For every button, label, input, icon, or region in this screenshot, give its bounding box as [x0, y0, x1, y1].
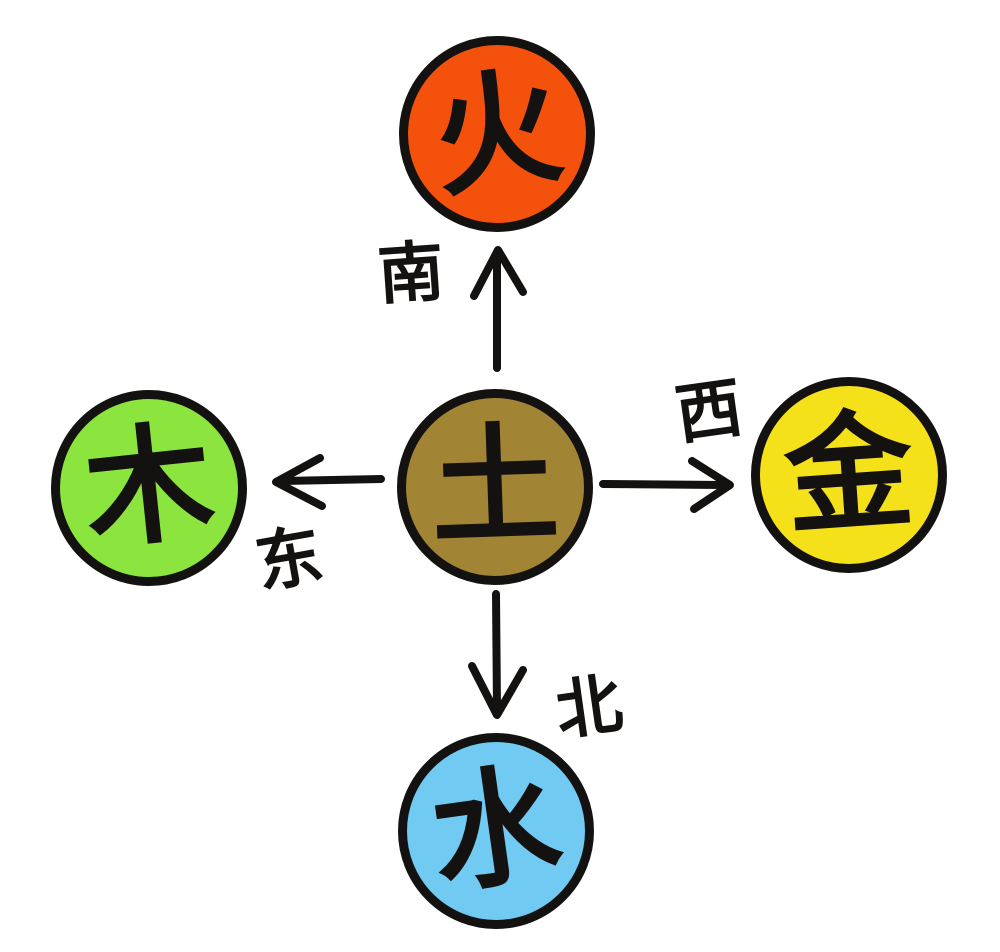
- node-metal-char: 金: [780, 398, 918, 551]
- node-water-char: 水: [422, 750, 570, 911]
- node-water: 水: [398, 733, 594, 929]
- arrow-left-icon: [272, 454, 385, 510]
- node-wood-char: 木: [77, 409, 221, 566]
- arrow-down-icon: [468, 590, 527, 719]
- node-fire-char: 火: [423, 53, 571, 214]
- node-earth-char: 土: [428, 412, 562, 561]
- node-fire: 火: [399, 36, 595, 232]
- node-wood: 木: [51, 390, 247, 586]
- arrow-right-icon: [599, 457, 734, 513]
- node-earth: 土: [397, 389, 593, 585]
- label-direction-west: 西: [671, 369, 747, 453]
- label-direction-east: 东: [250, 516, 328, 602]
- arrow-up-icon: [470, 246, 527, 372]
- node-metal: 金: [751, 377, 947, 573]
- label-direction-north: 北: [551, 665, 627, 749]
- label-direction-south: 南: [375, 233, 447, 313]
